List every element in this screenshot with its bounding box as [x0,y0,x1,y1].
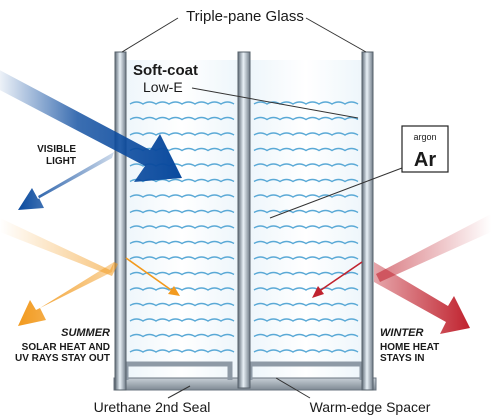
gas-wave-line [253,349,359,353]
low-e-leader [191,87,359,119]
argon-name-label: argon [413,132,436,142]
glass-pane-inner [361,51,374,391]
winter-line1: HOME HEAT [380,342,439,353]
urethane-seal-label: Urethane 2nd Seal [94,399,211,415]
title-leader-right [305,17,367,53]
gas-wave-line [129,287,235,291]
gas-wave-line [129,349,235,353]
visible-light-arrow-icon [0,70,182,210]
visible-light-label-line2: LIGHT [46,156,76,167]
gas-wave-line [253,209,359,214]
winter-title: WINTER [380,327,423,339]
low-e-label: Low-E [143,79,183,95]
gas-wave-line [129,318,235,322]
gas-wave-line [129,302,235,307]
winter-heat-arrow-icon [312,214,491,334]
gas-wave-line [253,302,359,307]
argon-symbol-label: Ar [414,149,436,171]
gas-wave-line [129,132,235,136]
gas-wave-line [129,209,235,214]
gas-wave-line [253,132,359,136]
summer-line2: UV RAYS STAY OUT [15,353,110,364]
gas-wave-line [129,101,235,105]
gas-wave-line [129,333,235,338]
visible-light-label-line1: VISIBLE [37,144,76,155]
gas-wave-line [253,178,359,183]
diagram-title: Triple-pane Glass [186,8,304,25]
summer-line1: SOLAR HEAT AND [22,342,110,353]
seal-leader [167,385,191,399]
gas-wave-line [253,147,359,152]
spacer-leader [275,377,311,399]
argon-element-icon: argon Ar [401,125,449,173]
glass-pane-middle [237,51,251,389]
glass-pane-outer [114,51,127,391]
gas-wave-line [253,333,359,338]
gas-wave-line [129,240,235,245]
gas-wave-line [253,271,359,276]
title-leader-left [121,17,179,53]
soft-coat-label: Soft-coat [133,62,198,79]
gas-space-right [250,60,362,380]
gas-wave-line [253,240,359,245]
gas-wave-line [253,194,359,198]
gas-wave-line [253,256,359,260]
gas-wave-line [129,225,235,229]
argon-leader [269,167,403,219]
gas-wave-line [253,225,359,229]
gas-wave-line [129,194,235,198]
gas-wave-line [253,318,359,322]
gas-wave-line [129,116,235,121]
gas-wave-line [253,163,359,167]
gas-space-left [126,60,238,380]
summer-title: SUMMER [61,327,110,339]
winter-line2: STAYS IN [380,353,424,364]
gas-wave-line [253,287,359,291]
warm-edge-spacer-label: Warm-edge Spacer [310,399,431,415]
summer-heat-arrow-icon [0,218,180,326]
gas-wave-line [129,256,235,260]
gas-wave-line [253,116,359,121]
